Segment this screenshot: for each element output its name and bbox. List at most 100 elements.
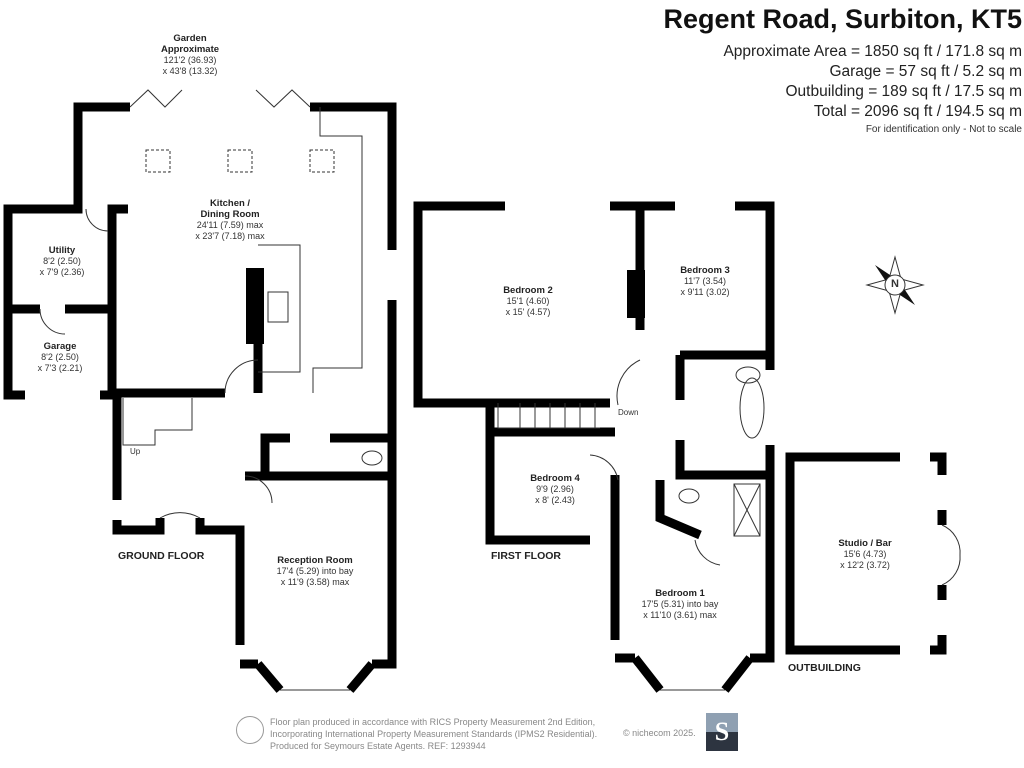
wall — [3, 102, 130, 400]
compass-north-label: N — [891, 278, 899, 290]
door-swing — [589, 454, 619, 481]
rooms-kitchen-name: Kitchen / — [209, 198, 251, 209]
rooms-utility-name: Utility — [48, 245, 76, 256]
stairs-down — [497, 403, 600, 429]
rooms-reception-d2: x 11'9 (3.58) max — [280, 577, 350, 587]
rooms-utility-d2: x 7'9 (2.36) — [39, 267, 85, 277]
ground-floor-label: GROUND FLOOR — [118, 550, 205, 562]
garden-d1: 121'2 (36.93) — [163, 55, 217, 65]
rooms-garage-d1: 8'2 (2.50) — [41, 352, 79, 362]
stairs-up-label: Up — [130, 447, 141, 456]
page-title: Regent Road, Surbiton, KT5 — [663, 4, 1022, 34]
hob-icon — [267, 291, 289, 323]
rooms-reception-d1: 17'4 (5.29) into bay — [276, 566, 354, 576]
wall — [655, 480, 702, 540]
garden-d2: x 43'8 (13.32) — [162, 66, 218, 76]
area-total: Total = 2096 sq ft / 194.5 sq m — [813, 103, 1022, 120]
garden-sub: Approximate — [160, 44, 220, 55]
rooms-bed3-name: Bedroom 3 — [680, 265, 730, 276]
toilet-icon — [735, 366, 761, 384]
rooms-bed2-d1: 15'1 (4.60) — [506, 296, 550, 306]
rooms-garage-d2: x 7'3 (2.21) — [37, 363, 83, 373]
rooms-bed1-d1: 17'5 (5.31) into bay — [641, 599, 719, 609]
wall — [100, 204, 128, 400]
bifold-door-icon — [129, 89, 183, 108]
person-icon — [236, 716, 264, 744]
rooms-bed4-d2: x 8' (2.43) — [535, 495, 575, 505]
wall — [112, 518, 165, 535]
garden-name: Garden — [173, 33, 207, 44]
first-floor-label: FIRST FLOOR — [491, 550, 561, 562]
wall — [750, 445, 775, 663]
area-approximate: Approximate Area = 1850 sq ft / 171.8 sq… — [723, 43, 1022, 60]
scale-note: For identification only - Not to scale — [865, 124, 1022, 135]
rooms-bed1-name: Bedroom 1 — [655, 588, 705, 599]
door-swing — [85, 208, 109, 232]
chimney — [627, 270, 645, 318]
kitchen-counter — [312, 107, 363, 393]
wall — [195, 518, 245, 645]
door-swing — [244, 475, 273, 504]
wall — [735, 201, 775, 370]
rooms-utility-d1: 8'2 (2.50) — [43, 256, 81, 266]
rooms-studio-name: Studio / Bar — [838, 538, 892, 549]
footer-text: Floor plan produced in accordance with R… — [270, 716, 597, 752]
door-swing — [159, 512, 201, 519]
wall — [413, 201, 610, 408]
rooms-reception-name: Reception Room — [277, 555, 353, 566]
outbuilding-label: OUTBUILDING — [788, 662, 861, 674]
copyright: © nichecom 2025. — [623, 728, 696, 738]
wall — [310, 102, 397, 250]
rooms-studio-d1: 15'6 (4.73) — [843, 549, 887, 559]
agent-logo: S — [706, 713, 738, 751]
stairs-down-label: Down — [618, 408, 639, 417]
door-swing — [694, 539, 721, 566]
rooms-bed1-d2: x 11'10 (3.61) max — [643, 610, 717, 620]
rooms-bed3-d1: 11'7 (3.54) — [683, 276, 727, 286]
rooms-kitchen-name2: Dining Room — [200, 209, 260, 220]
island-counter — [258, 244, 301, 373]
bifold-door-icon — [255, 89, 311, 108]
toilet-icon — [678, 488, 700, 504]
area-garage: Garage = 57 sq ft / 5.2 sq m — [829, 63, 1022, 80]
rooms-bed2-name: Bedroom 2 — [503, 285, 553, 296]
rooms-studio-d2: x 12'2 (3.72) — [840, 560, 890, 570]
rooms-garage-name: Garage — [43, 341, 77, 352]
compass-icon — [865, 255, 925, 315]
wall — [675, 440, 770, 480]
wall — [372, 300, 397, 669]
door-swing — [224, 359, 259, 394]
rooms-kitchen-d1: 24'11 (7.59) max — [196, 220, 264, 230]
rooms-bed4-name: Bedroom 4 — [530, 473, 580, 484]
wall — [930, 452, 947, 475]
door-swing — [39, 308, 66, 335]
rooms-kitchen-d2: x 23'7 (7.18) max — [195, 231, 265, 241]
shower-icon — [733, 483, 761, 537]
rooms-bed4-d1: 9'9 (2.96) — [536, 484, 574, 494]
rooms-bed2-d2: x 15' (4.57) — [505, 307, 551, 317]
wall — [485, 400, 590, 545]
rooms-bed3-d2: x 9'11 (3.02) — [680, 287, 730, 297]
kitchen-island — [246, 268, 264, 344]
bath-icon — [739, 377, 765, 439]
footer-lines-2: Produced for Seymours Estate Agents. REF… — [270, 741, 486, 751]
door-swing — [941, 524, 961, 586]
toilet-icon — [361, 450, 383, 466]
door-swing — [616, 359, 641, 406]
stairs-up — [122, 398, 193, 446]
footer-lines-1: Incorporating International Property Mea… — [270, 729, 598, 739]
wall — [785, 452, 900, 655]
wall — [930, 635, 947, 655]
wall — [260, 433, 290, 476]
area-outbuilding: Outbuilding = 189 sq ft / 17.5 sq m — [785, 83, 1022, 100]
